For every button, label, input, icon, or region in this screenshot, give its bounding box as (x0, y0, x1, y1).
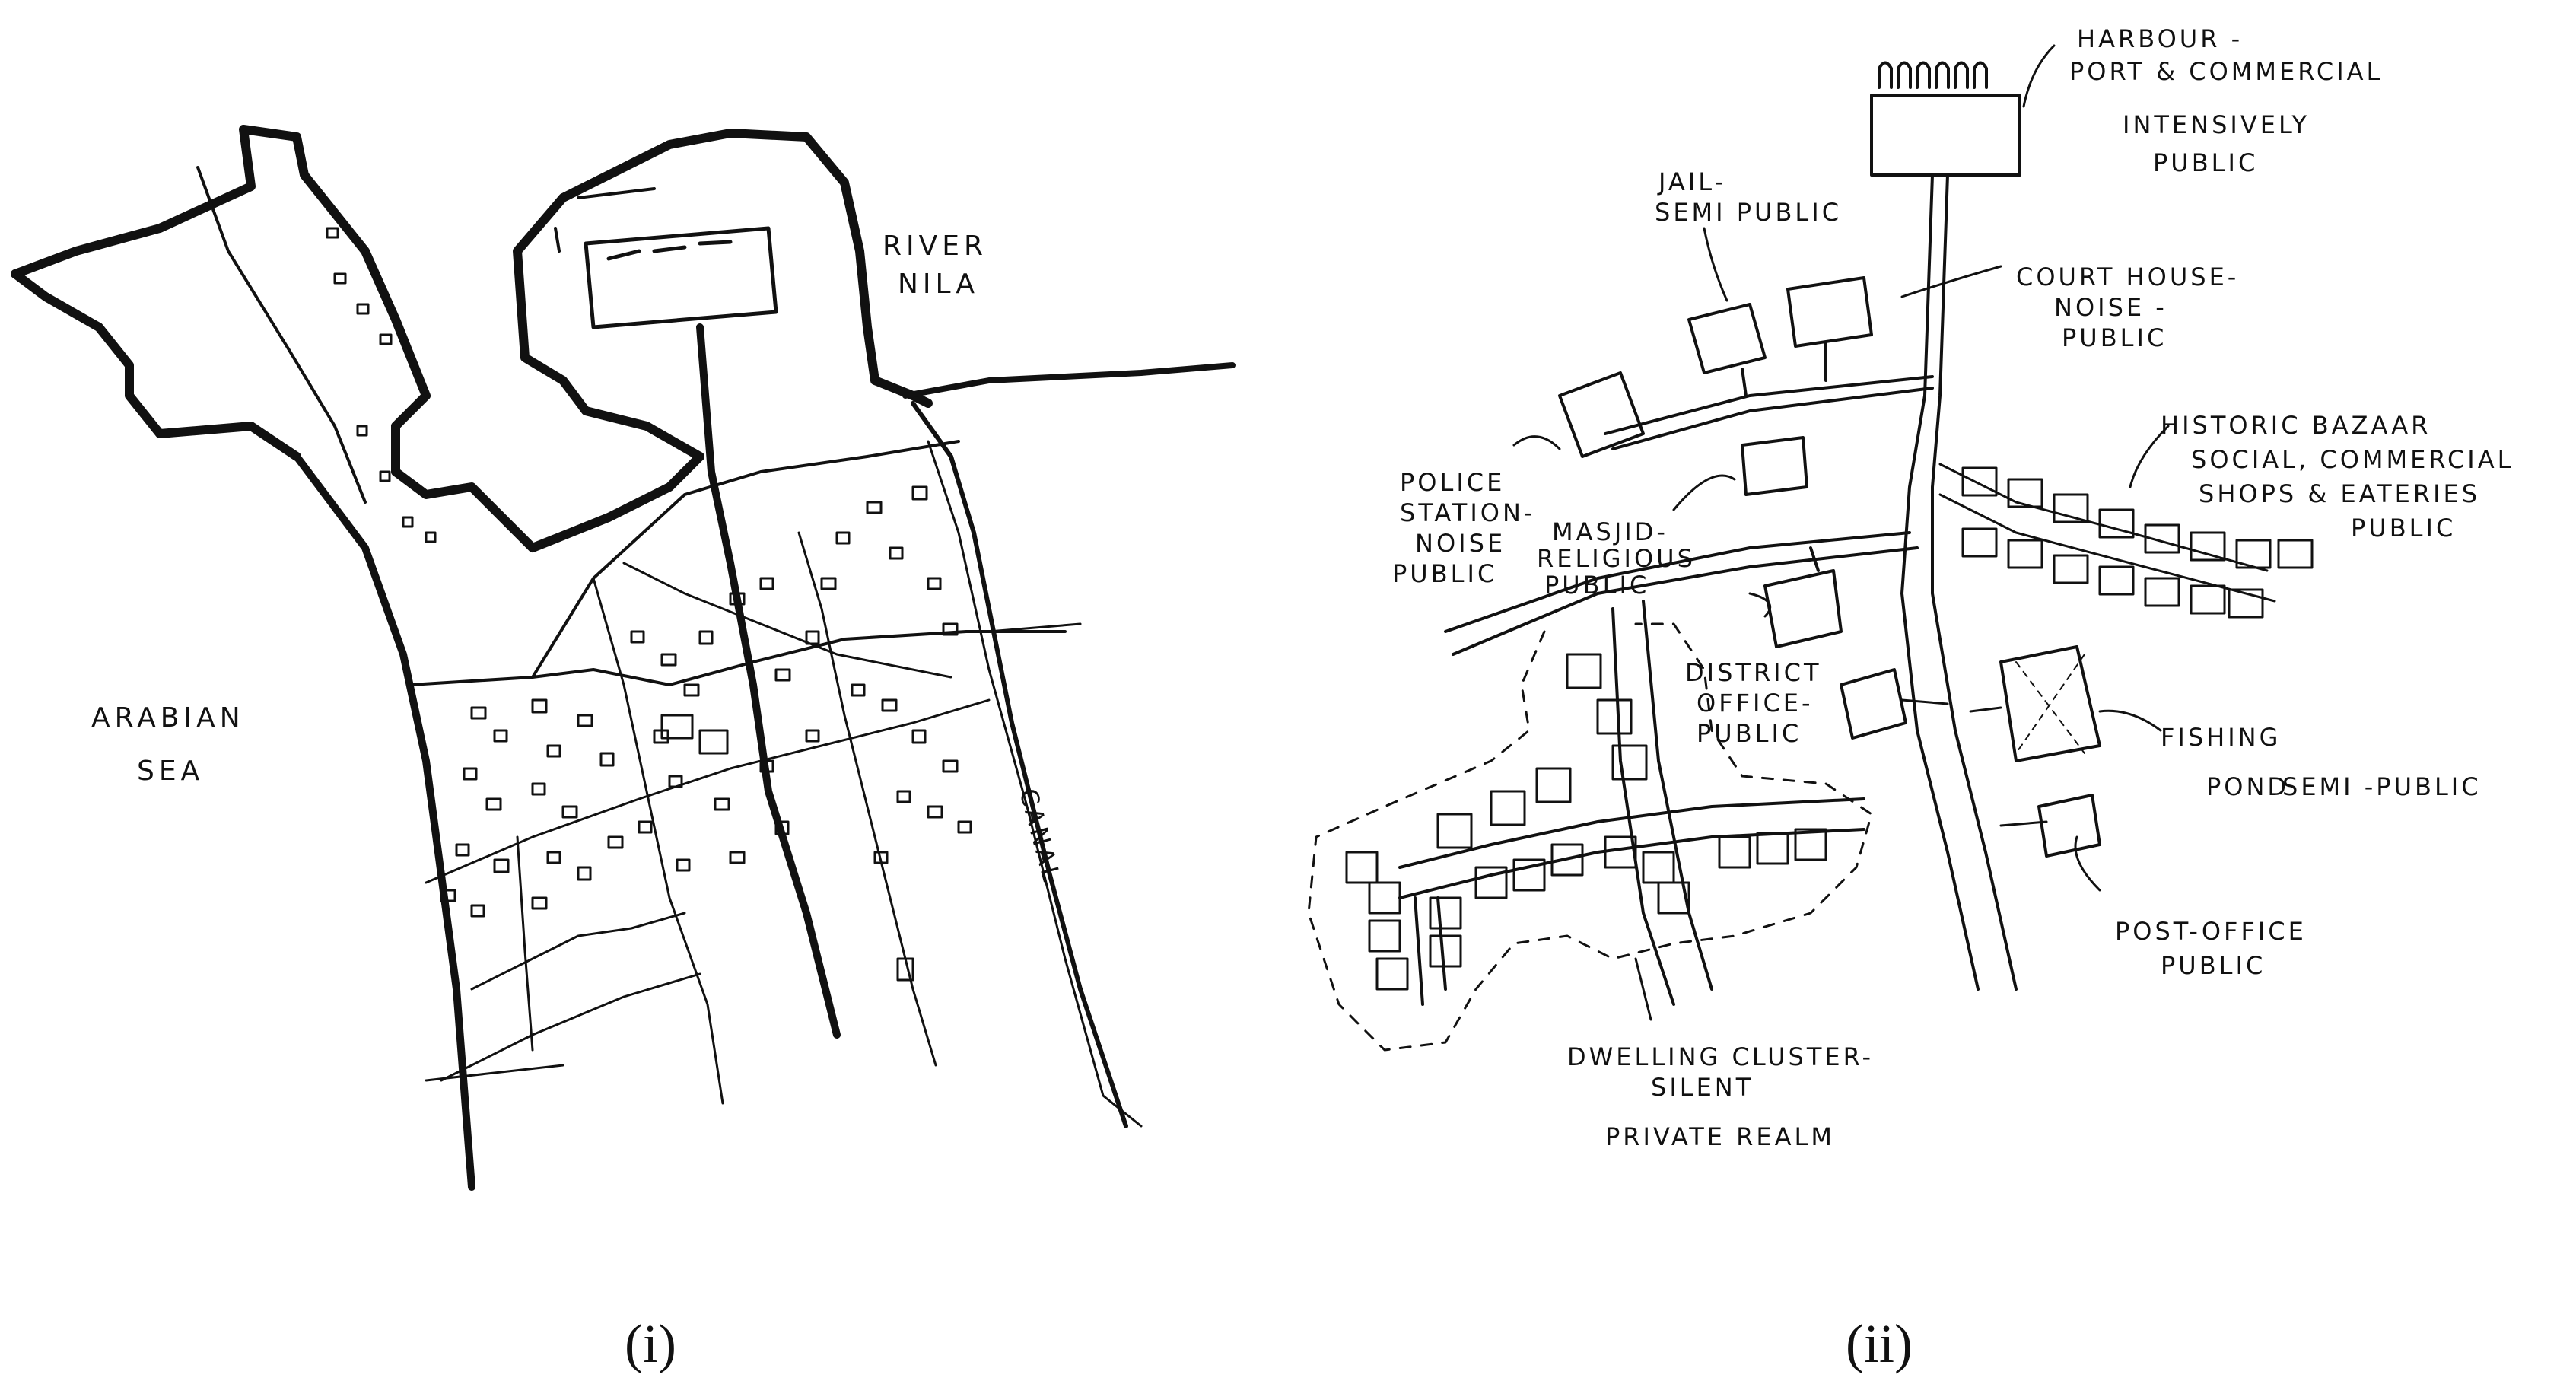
panel-caption-ii: (ii) (1846, 1313, 1913, 1374)
harbour-label-1: HARBOUR - (2077, 24, 2243, 53)
jail-label-1: JAIL- (1657, 167, 1726, 196)
district-label-1: DISTRICT (1685, 658, 1822, 687)
sea-label-1: ARABIAN (91, 702, 245, 733)
dwelling-label-1: DWELLING CLUSTER- (1567, 1042, 1874, 1071)
sea-coast (293, 453, 475, 1191)
main-spine-road (1900, 173, 1980, 991)
sea-label-2: SEA (137, 756, 204, 787)
jail-label-2: SEMI PUBLIC (1655, 198, 1842, 227)
masjid-label-1: MASJID- (1552, 517, 1668, 546)
masjid-label-2: RELIGIOUS (1537, 544, 1696, 573)
canal-label: CANAL (1013, 785, 1067, 886)
post-label-2: PUBLIC (2161, 951, 2266, 980)
civic-buildings (1558, 276, 2101, 858)
pond-label-3: SEMI -PUBLIC (2282, 772, 2482, 801)
bazaar-label-1: HISTORIC BAZAAR (2161, 411, 2431, 440)
masjid-label-3: PUBLIC (1544, 571, 1649, 600)
pond-label-1: FISHING (2161, 723, 2281, 752)
police-label-2: STATION- (1400, 498, 1535, 527)
police-label-1: POLICE (1400, 468, 1505, 497)
zoning-text: HARBOUR - PORT & COMMERCIAL INTENSIVELY … (1392, 24, 2514, 1151)
river-bank (902, 362, 1236, 399)
harbour-peninsula (513, 129, 933, 461)
harbour-label-4: PUBLIC (2153, 148, 2258, 177)
harbour-label-3: INTENSIVELY (2123, 110, 2310, 139)
coastline (11, 125, 704, 552)
district-label-3: PUBLIC (1697, 719, 1802, 748)
private-realm-boundary (1307, 622, 1873, 1052)
boat-marks (1878, 61, 1988, 89)
map-panel: RIVER NILA ARABIAN SEA CANAL (11, 125, 1236, 1191)
court-label-3: PUBLIC (2062, 323, 2167, 352)
zoning-panel: HARBOUR - PORT & COMMERCIAL INTENSIVELY … (1307, 24, 2514, 1151)
dwellings (1345, 653, 1827, 991)
dwelling-label-3: PRIVATE REALM (1605, 1122, 1835, 1151)
building-cluster (326, 227, 972, 982)
river-label-1: RIVER (883, 231, 987, 262)
post-label-1: POST-OFFICE (2115, 917, 2307, 946)
panel-caption-i: (i) (625, 1313, 676, 1374)
main-road (696, 323, 841, 1039)
bazaar-shops (1961, 466, 2314, 619)
district-label-2: OFFICE- (1697, 689, 1814, 718)
bazaar-label-3: SHOPS & EATERIES (2199, 479, 2480, 508)
river-label-2: NILA (898, 269, 979, 300)
sea-inlet (11, 269, 301, 461)
harbour-label-2: PORT & COMMERCIAL (2069, 57, 2383, 86)
map-text: RIVER NILA ARABIAN SEA CANAL (91, 231, 1067, 887)
harbour-outline (584, 226, 778, 329)
police-label-4: PUBLIC (1392, 559, 1497, 588)
court-label-1: COURT HOUSE- (2016, 262, 2239, 291)
leader-arrows (1512, 44, 2170, 1021)
dwelling-label-2: SILENT (1651, 1073, 1754, 1102)
harbour-block (1870, 94, 2021, 177)
court-label-2: NOISE - (2054, 293, 2167, 322)
bazaar-label-4: PUBLIC (2351, 514, 2456, 542)
bazaar-label-2: SOCIAL, COMMERCIAL (2191, 445, 2514, 474)
pond-label-2: POND (2206, 772, 2289, 801)
police-label-3: NOISE (1415, 529, 1506, 558)
